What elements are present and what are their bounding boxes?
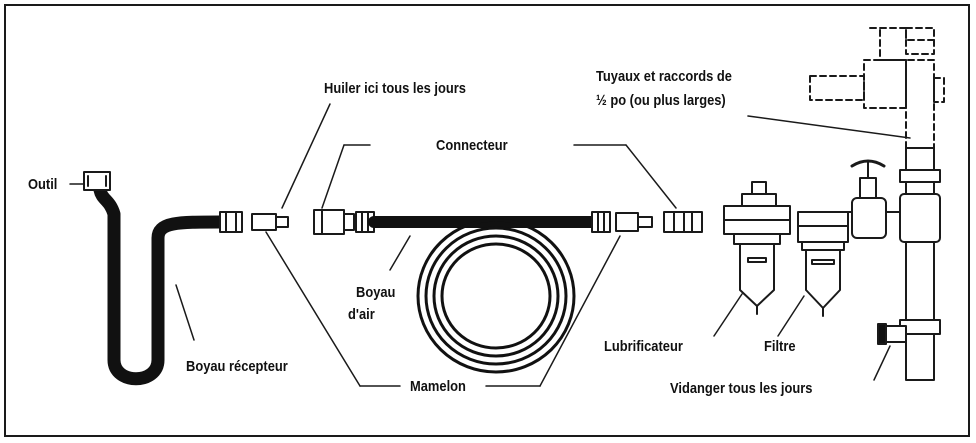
label-vidanger: Vidanger tous les jours	[670, 380, 813, 397]
filter	[797, 211, 849, 317]
label-tuyaux-line2: ½ po (ou plus larges)	[596, 92, 726, 109]
leader-lines	[69, 103, 911, 387]
label-connecteur: Connecteur	[436, 137, 508, 154]
label-outil: Outil	[28, 176, 58, 193]
label-filtre: Filtre	[764, 338, 796, 355]
label-tuyaux-line1: Tuyaux et raccords de	[596, 68, 732, 85]
dashed-piping	[809, 27, 945, 149]
air-hose-coil	[416, 218, 576, 374]
label-boyau-air-line2: d'air	[348, 306, 375, 323]
left-coupler-plug	[251, 213, 289, 231]
label-huiler: Huiler ici tous les jours	[324, 80, 466, 97]
label-lubrificateur: Lubrificateur	[604, 338, 683, 355]
whip-hose	[93, 183, 227, 386]
label-boyau-recepteur: Boyau récepteur	[186, 358, 288, 375]
drain-valve	[877, 323, 907, 345]
right-coupler	[615, 212, 653, 232]
lubricator	[723, 181, 791, 315]
left-nipple	[219, 211, 243, 233]
right-air-hose-fitting	[591, 211, 611, 233]
tool-fitting	[83, 171, 111, 191]
connector-left	[313, 209, 355, 235]
left-air-hose-fitting	[355, 211, 375, 233]
connector-right	[663, 211, 703, 233]
vertical-pipe	[899, 147, 941, 381]
shutoff-valve	[845, 159, 907, 239]
label-mamelon: Mamelon	[410, 378, 466, 395]
label-boyau-air-line1: Boyau	[356, 284, 396, 301]
